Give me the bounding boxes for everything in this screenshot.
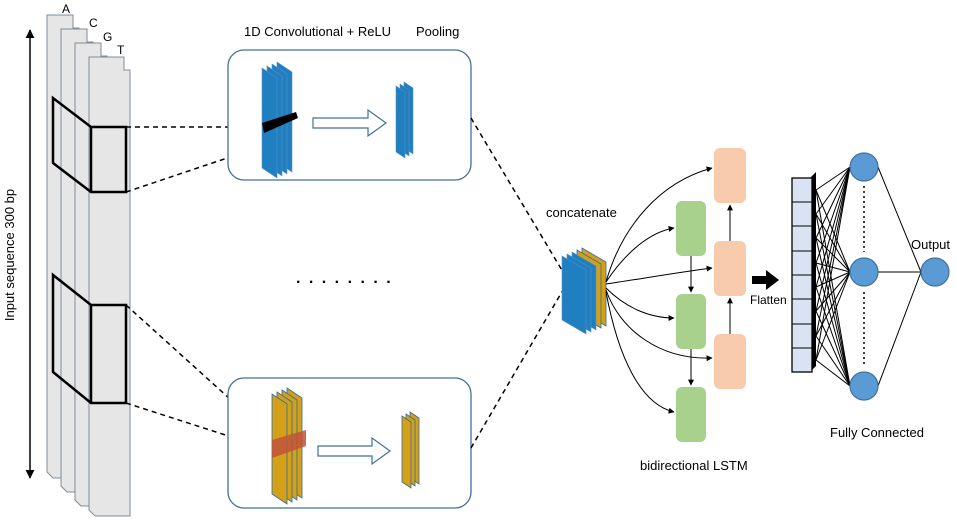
concatenated-maps bbox=[561, 247, 607, 335]
fc-connections bbox=[815, 166, 922, 387]
hidden-neuron-1 bbox=[849, 152, 879, 182]
hidden-neuron-2 bbox=[849, 257, 879, 287]
sequence-axis-label: Input sequence 300 bp bbox=[2, 189, 17, 321]
lstm-forward-cell-1 bbox=[676, 201, 706, 256]
flatten-label: Flatten bbox=[750, 293, 787, 307]
flatten-vector bbox=[791, 172, 816, 373]
lstm-backward-cell-1 bbox=[714, 148, 746, 203]
lstm-backward-cell-3 bbox=[714, 334, 746, 389]
concat-dashed-lines bbox=[470, 117, 564, 449]
flatten-arrow bbox=[752, 270, 779, 290]
pooling-arrow-top bbox=[312, 108, 388, 138]
lstm-backward-cell-2 bbox=[714, 241, 746, 296]
output-label: Output bbox=[911, 237, 950, 252]
sequence-axis: Input sequence 300 bp bbox=[2, 29, 35, 479]
concatenate-label: concatenate bbox=[546, 205, 617, 220]
lstm-forward-cell-3 bbox=[676, 387, 706, 442]
channel-label-a: A bbox=[62, 2, 70, 16]
conv-label: 1D Convolutional + ReLU bbox=[244, 24, 391, 39]
channel-label-t: T bbox=[117, 43, 125, 57]
fully-connected-label: Fully Connected bbox=[830, 425, 924, 440]
bilstm bbox=[605, 148, 746, 442]
pooling-label: Pooling bbox=[416, 24, 459, 39]
hidden-neuron-3 bbox=[849, 371, 879, 401]
pooling-arrow-bottom bbox=[317, 436, 392, 466]
conv-panel-top bbox=[227, 49, 472, 181]
conv-panel-bottom bbox=[227, 377, 472, 509]
lstm-forward-cell-2 bbox=[676, 294, 706, 349]
channel-label-c: C bbox=[89, 16, 98, 30]
sheet-t bbox=[88, 56, 131, 517]
output-neuron bbox=[920, 257, 950, 287]
ellipsis: . . . . . . . . bbox=[296, 270, 393, 287]
input-sequence-sheets: A C G T bbox=[46, 2, 131, 517]
bilstm-label: bidirectional LSTM bbox=[640, 458, 748, 473]
channel-label-g: G bbox=[103, 30, 112, 44]
